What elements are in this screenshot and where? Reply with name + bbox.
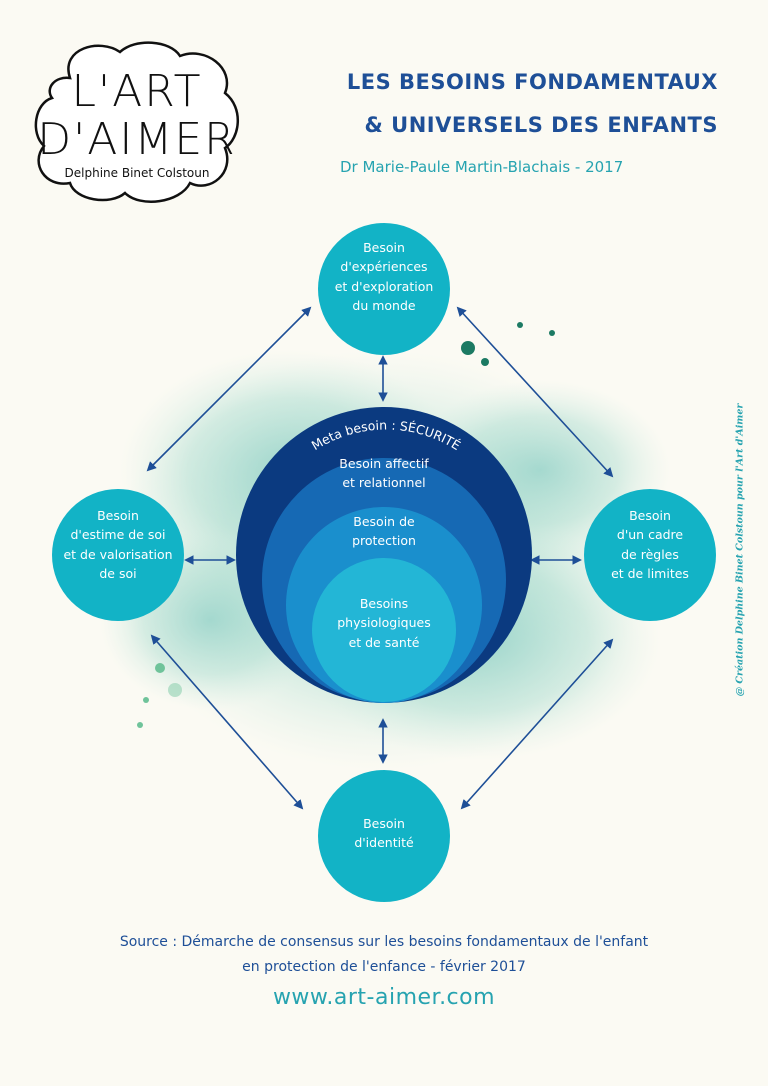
- source-line: en protection de l'enfance - février 201…: [242, 958, 526, 975]
- logo-line2: D'AIMER: [37, 114, 237, 165]
- source-line: Source : Démarche de consensus sur les b…: [119, 934, 649, 950]
- text-line: et relationnel: [342, 475, 426, 491]
- title-line2: & UNIVERSELS DES ENFANTS: [364, 113, 718, 137]
- logo: L'ART D'AIMER Delphine Binet Colstoun: [30, 38, 244, 210]
- text-line: et d'exploration: [334, 278, 434, 294]
- text-line: de règles: [621, 546, 679, 562]
- text-line: Besoin: [363, 816, 405, 831]
- bubble-right: [584, 489, 716, 621]
- text-line: physiologiques: [337, 615, 431, 631]
- bubble-left-label: Besoin d'estime de soi et de valorisatio…: [50, 506, 186, 584]
- text-line: et de santé: [348, 634, 420, 650]
- text-line: d'estime de soi: [70, 527, 166, 543]
- text-line: d'un cadre: [616, 527, 684, 543]
- text-line: Besoin: [97, 508, 139, 523]
- text-line: du monde: [352, 298, 416, 314]
- website-url: www.art-aimer.com: [272, 985, 496, 1010]
- bubble-bottom: [318, 770, 450, 902]
- bubble-top: [318, 223, 450, 355]
- text-line: Besoins: [359, 596, 409, 611]
- logo-subtitle: Delphine Binet Colstoun: [64, 166, 210, 180]
- bubble-bottom-label: Besoin d'identité: [318, 814, 450, 853]
- text-line: d'expériences: [340, 259, 428, 275]
- connector-arrows: [146, 306, 614, 810]
- text-line: et de limites: [611, 566, 689, 582]
- author-line: Dr Marie-Paule Martin-Blachais - 2017: [340, 158, 624, 176]
- ring-physiological-label: Besoins physiologiques et de santé: [304, 594, 464, 652]
- title-line1: LES BESOINS FONDAMENTAUX: [346, 70, 718, 94]
- text-line: protection: [352, 533, 416, 549]
- text-line: et de valorisation: [63, 546, 173, 562]
- bubble-left: [52, 489, 184, 621]
- text-line: de soi: [99, 566, 137, 582]
- logo-cloud-shape: [34, 41, 240, 203]
- text-line: Besoin de: [353, 514, 415, 529]
- text-line: Besoin affectif: [339, 456, 429, 471]
- bubble-right-label: Besoin d'un cadre de règles et de limite…: [584, 506, 716, 584]
- credit-text: @ Création Delphine Binet Colstoun pour …: [734, 403, 746, 697]
- ring-physiological: [312, 558, 456, 702]
- text-line: Besoin: [629, 508, 671, 523]
- text-line: d'identité: [354, 835, 414, 851]
- source-citation: Source : Démarche de consensus sur les b…: [0, 930, 768, 979]
- ring-affective-label: Besoin affectif et relationnel: [304, 454, 464, 493]
- logo-line1: L'ART: [71, 66, 203, 117]
- bubble-top-label: Besoin d'expériences et d'exploration du…: [318, 238, 450, 316]
- ring-protection-label: Besoin de protection: [304, 512, 464, 551]
- text-line: Besoin: [363, 240, 405, 255]
